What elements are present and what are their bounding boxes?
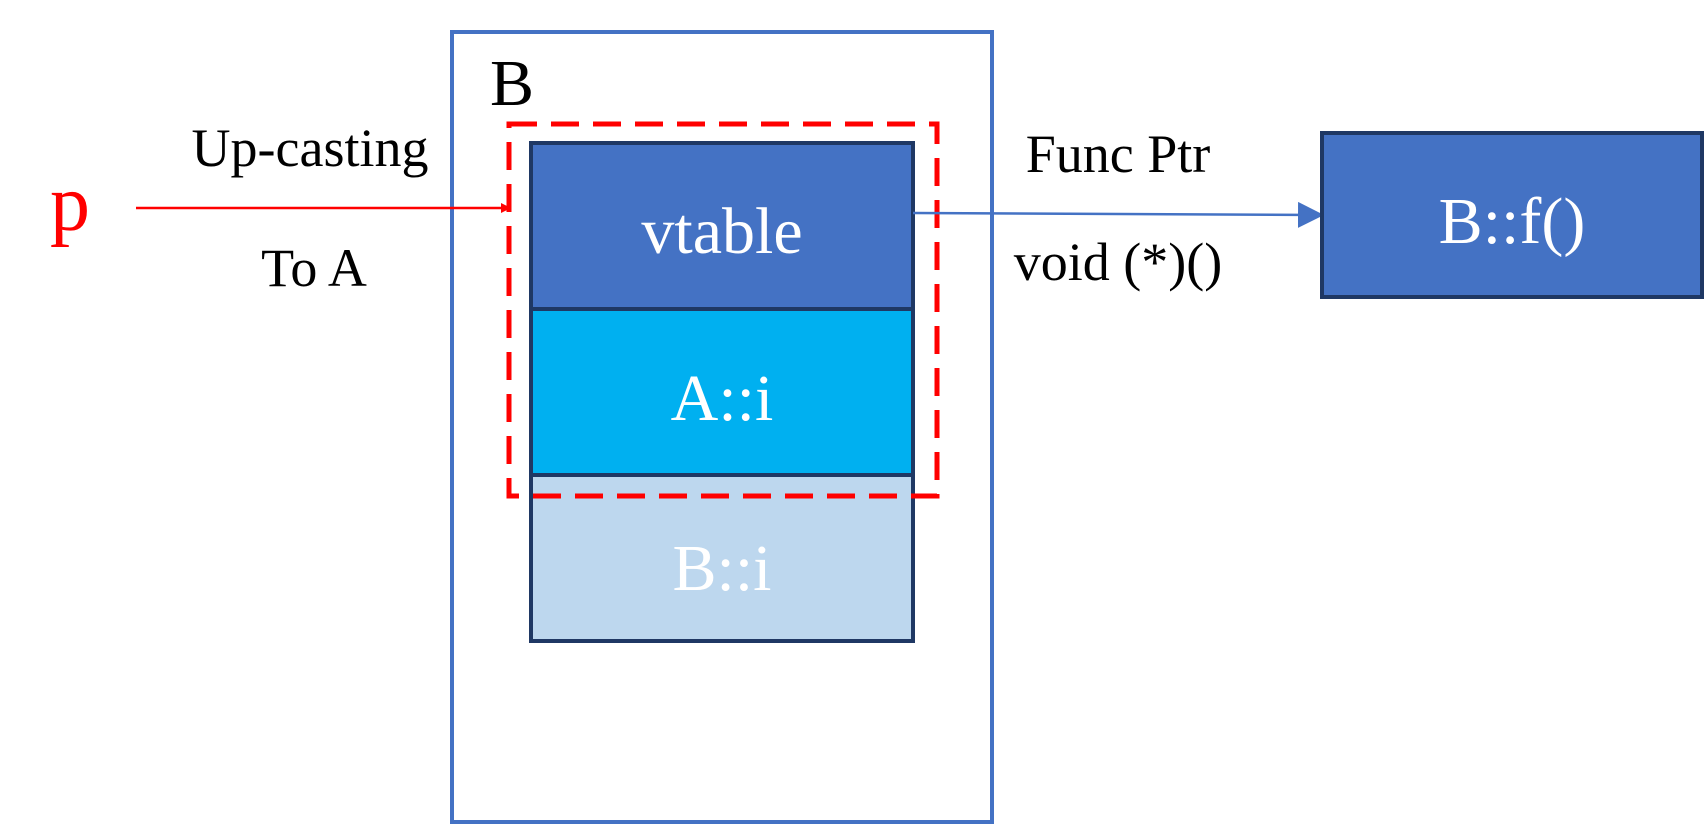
upcast-label-bottom: To A bbox=[261, 238, 367, 298]
field-a-i bbox=[529, 307, 915, 477]
pointer-p-label: p bbox=[50, 160, 90, 248]
target-function-label: B::f() bbox=[1439, 185, 1586, 258]
a-subobject-highlight bbox=[506, 121, 940, 499]
field-a-i-label: A::i bbox=[671, 362, 774, 435]
object-b-box bbox=[450, 30, 994, 824]
field-b-i-label: B::i bbox=[672, 532, 771, 605]
target-function-box bbox=[1320, 131, 1704, 299]
func-ptr-arrow bbox=[912, 201, 1324, 228]
field-vtable-label: vtable bbox=[641, 195, 802, 268]
func-ptr-label-bottom: void (*)() bbox=[1014, 232, 1222, 292]
field-b-i bbox=[529, 473, 915, 643]
upcast-label-top: Up-casting bbox=[192, 118, 429, 178]
func-ptr-label-top: Func Ptr bbox=[1026, 124, 1211, 184]
object-b-label: B bbox=[490, 47, 534, 120]
